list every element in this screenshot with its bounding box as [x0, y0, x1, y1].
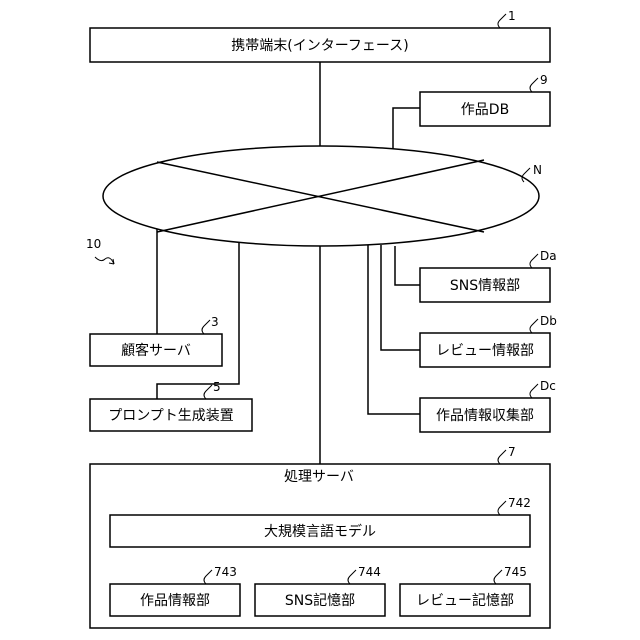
review-info-block: レビュー情報部	[420, 333, 550, 367]
prompt-gen-label: プロンプト生成装置	[108, 408, 234, 424]
leader-9	[530, 78, 538, 92]
leader-1	[498, 14, 506, 28]
sns-info-label: SNS情報部	[450, 278, 520, 294]
customer-server-label: 顧客サーバ	[121, 342, 191, 359]
works-collect-block: 作品情報収集部	[420, 398, 550, 432]
ref-dc: Dc	[540, 379, 556, 393]
ref-9: 9	[540, 73, 548, 87]
ref-7: 7	[508, 445, 516, 459]
ref-da: Da	[540, 249, 557, 263]
line-network-prompt	[157, 236, 239, 399]
line-network-sns	[395, 246, 420, 285]
processing-server-label: 処理サーバ	[284, 469, 354, 485]
line-network-worksdb	[393, 108, 420, 150]
works-db-label: 作品DB	[461, 102, 509, 118]
review-info-label: レビュー情報部	[436, 343, 534, 359]
sns-store-label: SNS記憶部	[285, 592, 355, 609]
leader-dc	[530, 384, 538, 398]
ref-742: 742	[508, 496, 531, 510]
works-db-block: 作品DB	[420, 92, 550, 126]
works-collect-label: 作品情報収集部	[436, 407, 534, 424]
line-network-review	[381, 245, 420, 350]
line-network-collect	[368, 244, 420, 414]
ref-5: 5	[213, 380, 221, 394]
processing-server-block: 処理サーバ 大規模言語モデル 作品情報部 SNS記憶部 レビュー記憶部	[90, 464, 550, 628]
ref-1: 1	[508, 9, 516, 23]
leader-da	[530, 254, 538, 268]
ref-743: 743	[214, 565, 237, 579]
network-cloud	[103, 146, 539, 246]
leader-db	[530, 319, 538, 333]
ref-745: 745	[504, 565, 527, 579]
review-store-label: レビュー記憶部	[416, 592, 514, 609]
ref-744: 744	[358, 565, 381, 579]
leader-7	[498, 450, 506, 464]
terminal-label: 携帯端末(インターフェース)	[231, 38, 408, 54]
ref-10: 10	[86, 237, 101, 251]
prompt-gen-block: プロンプト生成装置	[90, 399, 252, 431]
terminal-block: 携帯端末(インターフェース)	[90, 28, 550, 62]
llm-label: 大規模言語モデル	[264, 523, 376, 540]
ref-3: 3	[211, 315, 219, 329]
ref-n: N	[533, 163, 542, 177]
sns-info-block: SNS情報部	[420, 268, 550, 302]
ref-db: Db	[540, 314, 557, 328]
leader-3	[202, 320, 210, 334]
works-info-label: 作品情報部	[140, 593, 210, 609]
customer-server-block: 顧客サーバ	[90, 334, 222, 366]
leader-5	[204, 385, 212, 399]
